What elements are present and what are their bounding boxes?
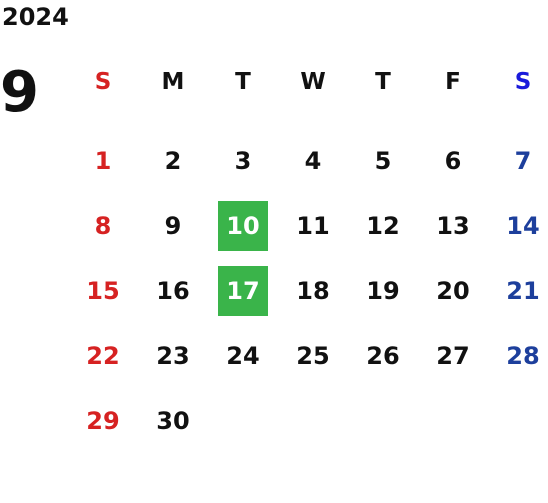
weekday-header-wed: W: [300, 69, 326, 95]
day-cell[interactable]: 16: [156, 276, 190, 305]
weekday-header-thu: T: [375, 69, 391, 95]
day-cell[interactable]: 5: [374, 146, 392, 175]
day-cell[interactable]: 8: [94, 211, 112, 240]
highlighted-day: 17: [218, 265, 268, 316]
day-cell[interactable]: 18: [296, 276, 330, 305]
empty-cell: [418, 387, 488, 452]
day-cell-highlighted[interactable]: 17: [208, 257, 278, 322]
highlighted-day: 10: [218, 200, 268, 251]
day-cell[interactable]: 19: [366, 276, 400, 305]
day-cell[interactable]: 13: [436, 211, 470, 240]
day-cell[interactable]: 24: [226, 341, 260, 370]
year-label: 2024: [2, 3, 69, 31]
day-cell[interactable]: 9: [164, 211, 182, 240]
day-cell[interactable]: 4: [304, 146, 322, 175]
day-cell[interactable]: 20: [436, 276, 470, 305]
day-cell[interactable]: 30: [156, 406, 190, 435]
empty-cell: [208, 387, 278, 452]
day-cell[interactable]: 21: [506, 276, 540, 305]
day-cell-highlighted[interactable]: 10: [208, 192, 278, 257]
day-cell[interactable]: 6: [444, 146, 462, 175]
weekday-header-fri: F: [445, 69, 461, 95]
day-cell[interactable]: 11: [296, 211, 330, 240]
day-cell[interactable]: 27: [436, 341, 470, 370]
day-cell[interactable]: 23: [156, 341, 190, 370]
day-cell[interactable]: 22: [86, 341, 120, 370]
weekday-header-sat: S: [514, 69, 532, 95]
day-cell[interactable]: 26: [366, 341, 400, 370]
day-cell[interactable]: 14: [506, 211, 540, 240]
day-cell[interactable]: 15: [86, 276, 120, 305]
day-cell[interactable]: 2: [164, 146, 182, 175]
empty-cell: [348, 387, 418, 452]
empty-cell: [488, 387, 548, 452]
day-cell[interactable]: 29: [86, 406, 120, 435]
day-cell[interactable]: 1: [94, 146, 112, 175]
day-cell[interactable]: 28: [506, 341, 540, 370]
empty-cell: [278, 387, 348, 452]
day-cell[interactable]: 12: [366, 211, 400, 240]
day-cell[interactable]: 3: [234, 146, 252, 175]
day-cell[interactable]: 7: [514, 146, 532, 175]
calendar-grid: S M T W T F S 1 2 3 4 5 6 7 8 9 10 11 12…: [68, 62, 548, 482]
weekday-header-mon: M: [161, 69, 185, 95]
month-label: 9: [0, 60, 39, 125]
weekday-header-sun: S: [94, 69, 112, 95]
day-cell[interactable]: 25: [296, 341, 330, 370]
weekday-header-tue: T: [235, 69, 251, 95]
